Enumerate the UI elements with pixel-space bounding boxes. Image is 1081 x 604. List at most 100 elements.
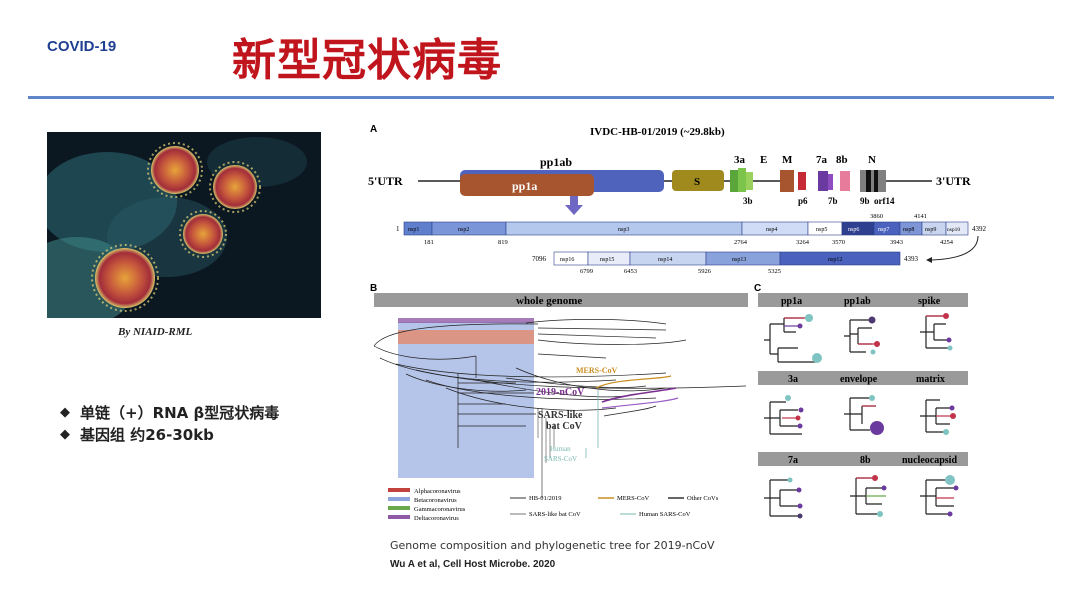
nsp-label: nsp10 bbox=[947, 227, 960, 233]
arrow-head-icon bbox=[926, 257, 932, 263]
legend-strain-label: SARS-like bat CoV bbox=[529, 511, 581, 518]
row2-position: 6453 bbox=[624, 268, 637, 275]
figure-reference: Wu A et al, Cell Host Microbe. 2020 bbox=[390, 559, 556, 570]
nsp-label: nsp14 bbox=[658, 257, 672, 263]
gene-orf14-label: orf14 bbox=[874, 196, 895, 206]
panel-a-label: A bbox=[370, 124, 377, 135]
legend-genus-label: Deltacoronavirus bbox=[414, 515, 459, 522]
legend-genus-label: Gammacoronavirus bbox=[414, 506, 466, 513]
nsp-label: nsp3 bbox=[618, 227, 629, 233]
strain-legend: HB-01/2019 MERS-CoV Other CoVs SARS-like… bbox=[510, 495, 719, 518]
panel-c-gene-trees: C pp1a pp1ab spike 3a envelope matrix 7a… bbox=[754, 283, 968, 519]
legend-strain-label: HB-01/2019 bbox=[529, 495, 562, 502]
bat-cov-label: bat CoV bbox=[546, 421, 583, 432]
tree-leaves bbox=[537, 375, 679, 498]
panel-c-label: C bbox=[754, 283, 761, 294]
gene-3b-label: 3b bbox=[743, 196, 753, 206]
orf7a-gene bbox=[818, 171, 828, 191]
row1-position: 2764 bbox=[734, 239, 748, 246]
row1-position: 3570 bbox=[832, 239, 845, 246]
gene-8b-label: 8b bbox=[836, 154, 848, 166]
row1-position: 819 bbox=[498, 239, 508, 246]
gene-tree-header: pp1ab bbox=[844, 296, 871, 307]
bullet-text: 单链（+）RNA β型冠状病毒 bbox=[80, 404, 280, 422]
gene-9b-label: 9b bbox=[860, 196, 870, 206]
gene-tree-header-bar bbox=[758, 371, 968, 385]
slide-badge: COVID-19 bbox=[47, 38, 117, 55]
nsp-label: nsp12 bbox=[828, 257, 842, 263]
row1-start: 1 bbox=[396, 225, 400, 233]
nsp-label: nsp9 bbox=[925, 227, 936, 233]
tree-branches bbox=[373, 319, 747, 448]
gene-tree-8b bbox=[850, 475, 887, 517]
orf8b-gene bbox=[840, 171, 850, 191]
row2-positions: 6799 6453 5926 5325 bbox=[580, 268, 781, 275]
row1-position: 3943 bbox=[890, 239, 903, 246]
gene-tree-matrix bbox=[920, 399, 956, 435]
gene-tree-header-bar bbox=[758, 452, 968, 466]
title-divider bbox=[28, 96, 1054, 99]
utr3-label: 3'UTR bbox=[936, 174, 971, 188]
figure-caption: Genome composition and phylogenetic tree… bbox=[390, 539, 715, 552]
nsp-label: nsp15 bbox=[600, 257, 614, 263]
orf9b-gene bbox=[866, 170, 871, 192]
legend-strain-label: Other CoVs bbox=[687, 495, 719, 502]
gene-tree-header: 8b bbox=[860, 455, 871, 466]
row2-position: 5325 bbox=[768, 268, 781, 275]
row2-position: 6799 bbox=[580, 268, 593, 275]
gene-tree-header: matrix bbox=[916, 374, 945, 385]
gene-tree-header: nucleocapsid bbox=[902, 455, 957, 466]
row2-position: 5926 bbox=[698, 268, 712, 275]
bullet-text: 基因组 约26-30kb bbox=[80, 426, 214, 444]
slide-title: 新型冠状病毒 bbox=[232, 35, 502, 86]
wrap-arrow bbox=[931, 235, 979, 261]
sars-like-label: SARS-like bbox=[538, 410, 583, 421]
row2-start: 7096 bbox=[532, 255, 547, 263]
gene-tree-7a bbox=[764, 477, 803, 519]
row1-position: 4254 bbox=[940, 239, 954, 246]
spike-gene bbox=[672, 170, 724, 191]
gene-tree-envelope bbox=[844, 395, 884, 435]
deltacoronavirus-clade bbox=[398, 318, 534, 323]
row1-positions: 181 819 2764 3264 3570 3943 4254 bbox=[424, 239, 954, 246]
legend-strain-label: MERS-CoV bbox=[617, 495, 649, 502]
nucleocapsid-gene bbox=[860, 170, 886, 192]
row1-top-number: 3860 bbox=[870, 213, 883, 220]
row1-position: 3264 bbox=[796, 239, 810, 246]
mers-cov-label: MERS-CoV bbox=[576, 366, 618, 375]
gene-tree-spike bbox=[920, 313, 953, 351]
panel-a-genome-map: A IVDC-HB-01/2019 (~29.8kb) 5'UTR pp1ab … bbox=[368, 124, 987, 275]
pp1a-label: pp1a bbox=[512, 179, 537, 193]
gene-tree-nucleocapsid bbox=[920, 475, 959, 517]
gene-tree-header: 3a bbox=[788, 374, 798, 385]
nsp-label: nsp4 bbox=[766, 227, 777, 233]
betacoronavirus-clade bbox=[398, 322, 534, 478]
row2-end: 4393 bbox=[904, 255, 919, 263]
gene-tree-header: pp1a bbox=[781, 296, 802, 307]
gene-tree-header-bar bbox=[758, 293, 968, 307]
key-facts-list: ◆ 单链（+）RNA β型冠状病毒 ◆ 基因组 约26-30kb bbox=[60, 402, 279, 446]
orf14-gene bbox=[874, 170, 878, 192]
panel-b-phylogeny: B whole genome bbox=[370, 283, 748, 522]
orf3b-gene bbox=[738, 168, 746, 192]
gene-tree-3a bbox=[764, 395, 804, 435]
gene-tree-header: 7a bbox=[788, 455, 798, 466]
gene-7b-label: 7b bbox=[828, 196, 838, 206]
diamond-bullet-icon: ◆ bbox=[60, 405, 70, 420]
bullet-item: ◆ 基因组 约26-30kb bbox=[60, 424, 279, 446]
row1-end: 4392 bbox=[972, 225, 987, 233]
gene-tree-header: spike bbox=[918, 296, 941, 307]
utr5-label: 5'UTR bbox=[368, 174, 403, 188]
membrane-gene bbox=[780, 170, 794, 192]
nsp-label: nsp5 bbox=[816, 227, 827, 233]
envelope-gene bbox=[746, 172, 753, 190]
genome-figure: A IVDC-HB-01/2019 (~29.8kb) 5'UTR pp1ab … bbox=[366, 118, 1006, 538]
photo-credit: By NIAID-RML bbox=[118, 326, 193, 338]
legend-genus-label: Betacoronavirus bbox=[414, 497, 457, 504]
gene-e-label: E bbox=[760, 154, 767, 166]
pp1a-gene bbox=[460, 174, 594, 196]
nsp-row-1: nsp1 nsp2 nsp3 nsp4 nsp5 nsp6 nsp7 nsp8 … bbox=[403, 221, 969, 236]
nsp-label: nsp16 bbox=[560, 257, 574, 263]
panel-b-header: whole genome bbox=[516, 295, 582, 307]
bullet-item: ◆ 单链（+）RNA β型冠状病毒 bbox=[60, 402, 279, 424]
